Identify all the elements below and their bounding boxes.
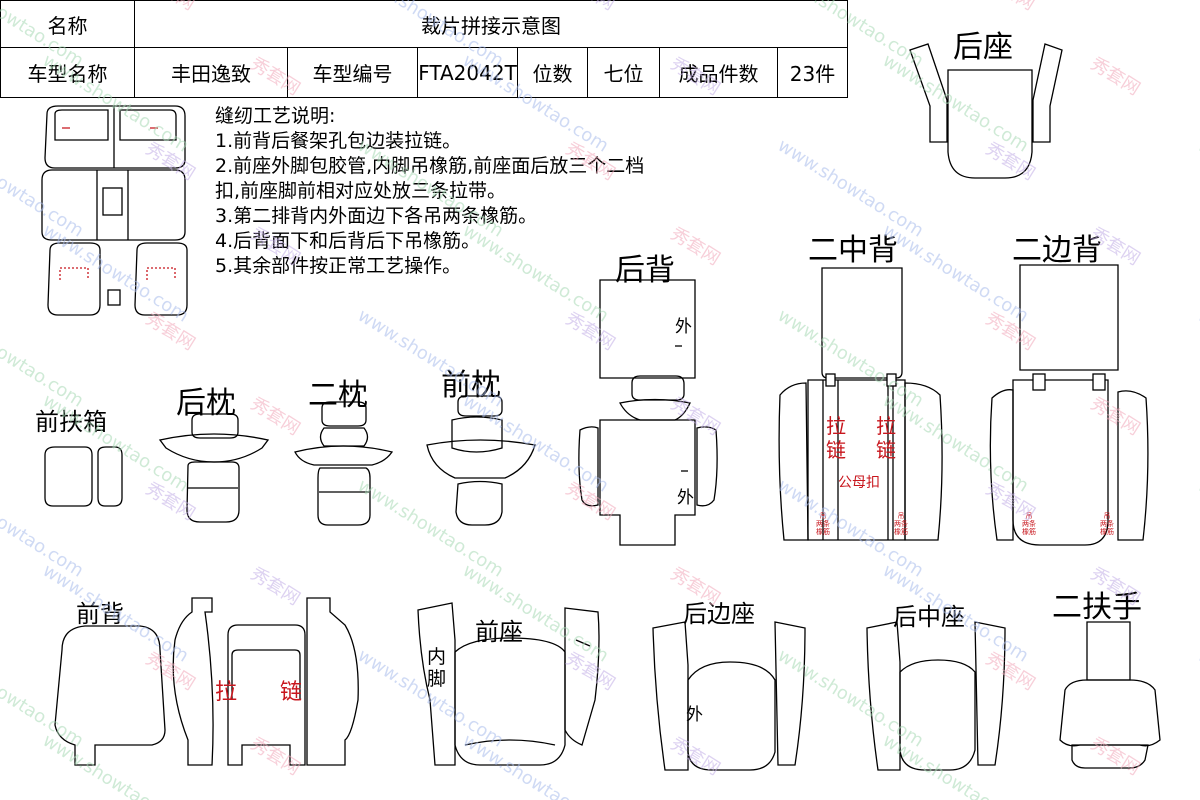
- instruction-line: 4.后背面下和后背后下吊橡筋。: [215, 230, 481, 252]
- mark-snap-button: 公母扣: [838, 475, 880, 491]
- rear-seat-right-strip: [1032, 43, 1063, 143]
- mark-inner-foot: 内脚: [427, 646, 447, 690]
- rear-side-seat-pieces: [652, 621, 806, 771]
- pieces-value: 23件: [777, 47, 848, 98]
- rear-seat-center: [947, 69, 1033, 179]
- second-side-back-pieces: [989, 264, 1149, 546]
- label-front-seat: 前座: [475, 618, 523, 646]
- label-second-middle-back: 二中背: [808, 233, 898, 268]
- label-rear-back: 后背: [615, 253, 675, 288]
- mark-zipper: 拉: [826, 414, 846, 438]
- label-front-armbox: 前扶箱: [35, 408, 107, 436]
- second-armrest-pieces: [1059, 621, 1161, 769]
- mark-outer: 外: [686, 705, 703, 725]
- mark-outer: 外: [675, 317, 692, 337]
- model-name: 丰田逸致: [134, 47, 288, 98]
- rear-headrest-pieces: [158, 413, 270, 523]
- instruction-line: 1.前背后餐架孔包边装拉链。: [215, 130, 462, 152]
- mark-elastic: 吊两条橡筋: [816, 512, 830, 536]
- sewing-instructions: 缝纫工艺说明: 1.前背后餐架孔包边装拉链。 2.前座外脚包胶管,内脚吊橡筋,前…: [215, 104, 644, 279]
- instruction-line: 5.其余部件按正常工艺操作。: [215, 255, 462, 277]
- spec-table: 名称 裁片拼接示意图 车型名称 丰田逸致 车型编号 FTA2042T 位数 七位…: [0, 0, 848, 98]
- mark-zipper: 链: [826, 438, 846, 462]
- front-armbox-pieces: [44, 446, 123, 507]
- rear-middle-seat-pieces: [866, 621, 1006, 771]
- mark-outer: 外: [677, 488, 694, 508]
- diagram-title: 裁片拼接示意图: [134, 0, 848, 48]
- model-code-label: 车型编号: [287, 47, 418, 98]
- seats-value: 七位: [587, 47, 660, 98]
- seats-label: 位数: [517, 47, 588, 98]
- instruction-line: 2.前座外脚包胶管,内脚吊橡筋,前座面后放三个二档: [215, 155, 645, 177]
- rear-back-pieces: [578, 279, 718, 546]
- mark-elastic: 吊两条橡筋: [894, 512, 908, 536]
- instructions-title: 缝纫工艺说明:: [215, 105, 336, 127]
- mark-elastic: 吊两条橡筋: [1100, 512, 1114, 536]
- label-front-back: 前背: [76, 600, 124, 628]
- model-code: FTA2042T: [417, 47, 518, 98]
- label-rear-side-seat: 后边座: [683, 600, 755, 628]
- instruction-line: 3.第二排背内外面边下各吊两条橡筋。: [215, 205, 538, 227]
- label-rear-headrest: 后枕: [176, 386, 236, 421]
- front-back-pieces: [54, 597, 359, 766]
- rear-seat-left-strip: [909, 43, 948, 143]
- name-label: 名称: [0, 0, 135, 48]
- second-headrest-pieces: [294, 401, 394, 526]
- label-front-headrest: 前枕: [441, 368, 501, 403]
- label-rear-seat: 后座: [953, 30, 1013, 65]
- mark-zipper: 拉: [215, 680, 238, 705]
- mark-zipper: 拉: [876, 414, 896, 438]
- label-second-side-back: 二边背: [1012, 233, 1102, 268]
- front-seat-pieces: [417, 602, 600, 766]
- second-middle-back-pieces: [778, 267, 943, 541]
- label-second-armrest: 二扶手: [1052, 590, 1142, 625]
- model-name-label: 车型名称: [0, 47, 135, 98]
- mark-zipper: 链: [876, 438, 896, 462]
- label-rear-middle-seat: 后中座: [893, 603, 965, 631]
- front-headrest-pieces: [426, 395, 536, 526]
- label-second-headrest: 二枕: [308, 378, 368, 413]
- mark-elastic: 吊两条橡筋: [1022, 512, 1036, 536]
- pieces-label: 成品件数: [659, 47, 778, 98]
- rear-seat-pieces: [909, 43, 1063, 179]
- mark-zipper: 链: [280, 680, 303, 705]
- seat-thumbnail: [41, 105, 188, 316]
- instruction-line: 扣,前座脚前相对应处放三条拉带。: [215, 180, 507, 202]
